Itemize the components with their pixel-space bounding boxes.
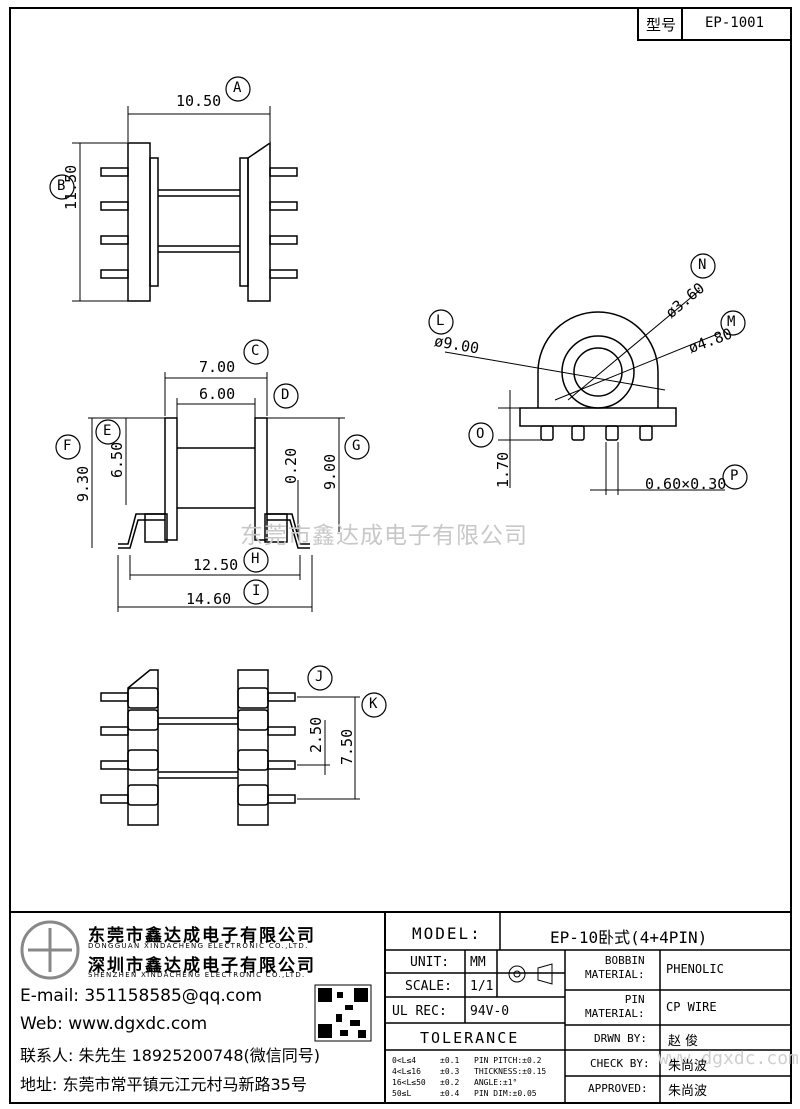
header-model-label: 型号 (646, 16, 677, 34)
dim-F: 9.30 (74, 465, 92, 502)
company-en-sz: SHENZHEN XINDACHENG ELECTRONIC CO.,LTD. (88, 971, 306, 979)
dim-A: 10.50 (176, 92, 222, 110)
callout-C: C (251, 343, 260, 359)
dim-O: 1.70 (494, 451, 512, 488)
tb-tolerance-label: TOLERANCE (420, 1029, 520, 1047)
company-contact: 联系人: 朱先生 18925200748(微信同号) (20, 1046, 321, 1065)
dim-G-small: 0.20 (282, 447, 300, 484)
tol-row-4-note: PIN DIM:±0.05 (474, 1089, 537, 1098)
callout-L: L (436, 313, 445, 329)
company-email: E-mail: 351158585@qq.com (20, 986, 263, 1006)
tol-row-1-note: PIN PITCH:±0.2 (474, 1056, 542, 1065)
tol-row-2-note: THICKNESS:±0.15 (474, 1067, 547, 1076)
callout-N: N (698, 257, 707, 273)
company-web: Web: www.dgxdc.com (20, 1014, 208, 1034)
tb-ulrec-label: UL REC: (392, 1004, 447, 1019)
drawing-border (9, 7, 792, 1104)
tb-approved-label: APPROVED: (588, 1082, 648, 1095)
tb-ulrec-value: 94V-0 (470, 1004, 510, 1019)
tol-row-4-tol: ±0.4 (440, 1089, 460, 1098)
tol-row-1-tol: ±0.1 (440, 1056, 460, 1065)
callout-P: P (730, 468, 739, 484)
title-block-grid (10, 911, 791, 1103)
company-address: 地址: 东莞市常平镇元江元村马新路35号 (20, 1075, 307, 1094)
callout-J: J (315, 669, 324, 685)
dim-J: 2.50 (307, 716, 325, 753)
tb-unit-value: MM (470, 955, 486, 970)
callout-A: A (233, 80, 242, 96)
tol-row-2-tol: ±0.3 (440, 1067, 460, 1076)
tb-pin-value: CP WIRE (666, 1000, 717, 1014)
tol-row-1-range: 0<L≤4 (392, 1056, 417, 1065)
dim-H: 12.50 (193, 556, 239, 574)
view-top (72, 106, 298, 302)
dim-C: 7.00 (199, 358, 236, 376)
callouts (49, 76, 748, 718)
tol-row-3-range: 16<L≤50 (392, 1078, 426, 1087)
company-name-dg: 东莞市鑫达成电子有限公司 (88, 926, 316, 946)
callout-H: H (251, 551, 260, 567)
callout-F: F (63, 438, 72, 454)
company-en-dg: DONGGUAN XINDACHENG ELECTRONIC CO.,LTD. (88, 942, 309, 950)
dim-P: 0.60×0.30 (645, 475, 727, 493)
view-side (88, 372, 345, 612)
header-box (637, 7, 792, 41)
callout-O: O (476, 426, 485, 442)
callout-D: D (281, 387, 290, 403)
callout-E: E (103, 423, 112, 439)
qr-code (314, 984, 372, 1042)
tb-model-label: MODEL: (412, 924, 482, 943)
tb-drawn-label: DRWN BY: (594, 1032, 647, 1045)
header-model-value: EP-1001 (705, 15, 765, 31)
company-name-sz: 深圳市鑫达成电子有限公司 (88, 956, 316, 976)
tb-scale-value: 1/1 (470, 979, 494, 994)
watermark: 东莞市鑫达成电子有限公司 (240, 523, 528, 549)
tb-model-value: EP-10卧式(4+4PIN) (550, 928, 708, 947)
dim-G: 9.00 (321, 453, 339, 490)
callout-I: I (252, 583, 261, 599)
tb-check-label: CHECK BY: (590, 1057, 650, 1070)
tb-drawn-value: 赵 俊 (668, 1034, 699, 1049)
tb-scale-label: SCALE: (405, 979, 452, 994)
callout-M: M (727, 314, 736, 330)
callout-K: K (369, 696, 378, 712)
callout-G: G (352, 438, 361, 454)
dim-I: 14.60 (186, 590, 232, 608)
callout-B: B (57, 178, 66, 194)
tol-row-4-range: 50≤L (392, 1089, 412, 1098)
tol-row-2-range: 4<L≤16 (392, 1067, 421, 1076)
view-end (444, 289, 725, 495)
tol-row-3-tol: ±0.2 (440, 1078, 460, 1087)
dim-K: 7.50 (338, 728, 356, 765)
tb-check-value: 朱尚波 (668, 1059, 708, 1074)
company-logo (20, 920, 80, 980)
tb-bobbin-value: PHENOLIC (666, 962, 724, 976)
watermark-url: www.dgxdc.com (658, 1048, 799, 1069)
view-bottom (100, 669, 360, 826)
tb-approved-value: 朱尚波 (668, 1084, 708, 1099)
tb-bobbin-label: BOBBIN MATERIAL: (585, 954, 645, 981)
tb-unit-label: UNIT: (410, 955, 450, 970)
tol-row-3-note: ANGLE:±1° (474, 1078, 518, 1087)
dim-D: 6.00 (199, 385, 236, 403)
tb-pin-label: PIN MATERIAL: (585, 993, 645, 1020)
dim-E: 6.50 (108, 441, 126, 478)
